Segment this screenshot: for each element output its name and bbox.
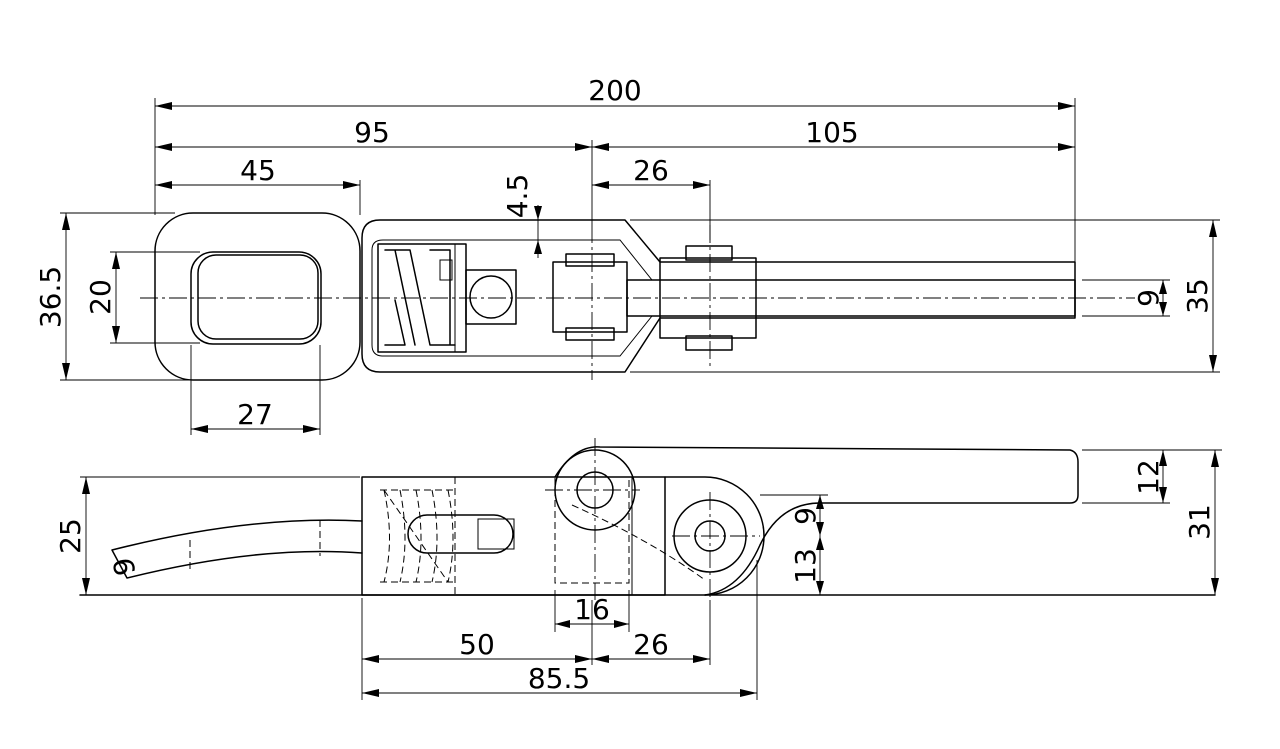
keeper-loop-outer xyxy=(154,212,361,381)
lever-pivot-cap-bottom xyxy=(685,335,733,351)
latch-base-plate xyxy=(361,219,1076,373)
arrowhead xyxy=(575,143,592,151)
arrowhead xyxy=(816,495,824,509)
arrowhead xyxy=(740,689,757,697)
dimensions: 200 95 105 45 26 4.5 36.5 xyxy=(34,74,1222,700)
side-plunger xyxy=(407,514,514,554)
hinge-pin-bottom xyxy=(565,327,615,341)
dim-45-label: 45 xyxy=(240,154,276,187)
spring-coil-icon xyxy=(384,249,456,346)
arrowhead xyxy=(1159,487,1167,503)
arrowhead xyxy=(62,213,70,230)
arrowhead xyxy=(112,326,120,343)
plunger-block xyxy=(465,269,517,325)
lever-pivot-cap-top xyxy=(685,245,733,261)
side-plunger-tip xyxy=(477,518,515,550)
dim-13-label: 13 xyxy=(789,548,822,584)
hinge-bracket xyxy=(554,446,1079,596)
arrowhead xyxy=(62,363,70,380)
arrowhead xyxy=(534,206,542,220)
arrowhead xyxy=(1211,578,1219,595)
arrowhead xyxy=(592,143,609,151)
dim-26-bottom-label: 26 xyxy=(633,628,669,661)
arrowhead xyxy=(155,181,172,189)
hidden-cam-path xyxy=(571,504,706,581)
side-view xyxy=(79,438,1216,600)
arrowhead xyxy=(575,655,592,663)
keeper-slot xyxy=(197,254,319,340)
dim-25-label: 25 xyxy=(54,518,87,554)
top-view xyxy=(140,212,1135,381)
arrowhead xyxy=(1209,355,1217,372)
arrowhead xyxy=(614,620,629,628)
dim-105-label: 105 xyxy=(805,116,858,149)
arrowhead xyxy=(362,655,379,663)
arrowhead xyxy=(592,181,609,189)
arrowhead xyxy=(1058,102,1075,110)
hook-arm xyxy=(111,519,363,579)
dim-200-label: 200 xyxy=(588,74,641,107)
arrowhead xyxy=(816,536,824,550)
arrowhead xyxy=(1159,450,1167,466)
hinge-pin-top xyxy=(565,253,615,267)
arrowhead xyxy=(693,655,710,663)
dim-35-label: 35 xyxy=(1181,278,1214,314)
dim-9-hinge-label: 9 xyxy=(789,507,822,525)
arrowhead xyxy=(82,578,90,595)
arrowhead xyxy=(112,252,120,269)
spring-stop xyxy=(439,259,453,281)
arrowhead xyxy=(693,181,710,189)
arrowhead xyxy=(303,425,320,433)
dim-85-5-label: 85.5 xyxy=(528,662,590,695)
arrowhead xyxy=(1159,280,1167,294)
hinge-knuckle xyxy=(552,261,628,333)
dim-31-label: 31 xyxy=(1183,504,1216,540)
arrowhead xyxy=(816,581,824,595)
dim-20-label: 20 xyxy=(84,279,117,315)
arrowhead xyxy=(155,102,172,110)
dim-12-label: 12 xyxy=(1132,459,1165,495)
arrowhead xyxy=(1159,302,1167,316)
arrowhead xyxy=(362,689,379,697)
dim-50-label: 50 xyxy=(459,628,495,661)
dim-9-hook-label: 9 xyxy=(107,555,143,578)
arrowhead xyxy=(555,620,570,628)
arrowhead xyxy=(592,655,609,663)
dim-26-top-label: 26 xyxy=(633,154,669,187)
arrowhead xyxy=(1058,143,1075,151)
hidden-spring-icon xyxy=(380,489,455,583)
dim-36-5-label: 36.5 xyxy=(34,266,67,328)
dim-9-lever-label: 9 xyxy=(1132,289,1165,307)
arrowhead xyxy=(1211,450,1219,467)
arrowhead xyxy=(1209,220,1217,237)
dim-95-label: 95 xyxy=(354,116,390,149)
lever-cam xyxy=(664,476,765,596)
dim-27-label: 27 xyxy=(237,398,273,431)
plunger-pin xyxy=(469,275,513,319)
arrowhead xyxy=(191,425,208,433)
arrowhead xyxy=(343,181,360,189)
arrowhead xyxy=(816,522,824,536)
arrowhead xyxy=(155,143,172,151)
hidden-hinge-block xyxy=(554,476,630,584)
arrowhead xyxy=(534,240,542,254)
dim-4-5-label: 4.5 xyxy=(501,174,534,219)
arrowhead xyxy=(82,477,90,494)
